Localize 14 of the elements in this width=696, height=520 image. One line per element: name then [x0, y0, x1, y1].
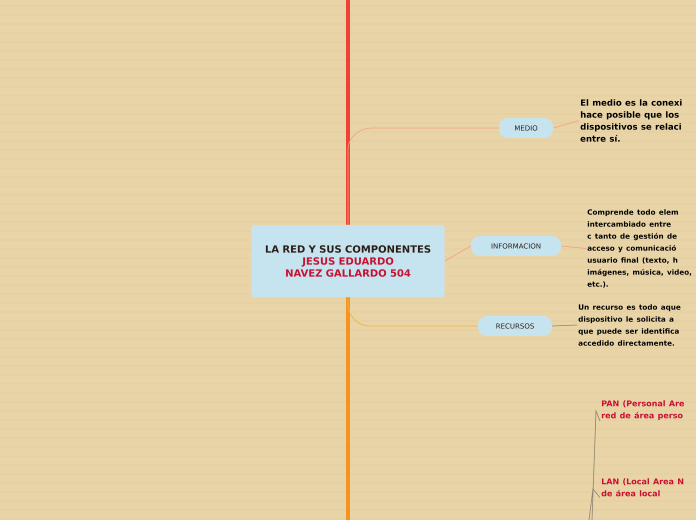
connector-line	[588, 488, 600, 520]
connector-line	[552, 120, 580, 128]
note-text: LAN (Local Area N de área local	[602, 478, 684, 496]
connector-line	[348, 128, 500, 226]
connector-line	[444, 246, 472, 262]
central-topic-box: LA RED Y SUS COMPONENTES JESUS EDUARDO NAVEZ GALLARDO 504	[252, 225, 444, 297]
connector-line	[552, 324, 578, 326]
branch-line	[346, 0, 350, 225]
connector-line	[592, 409, 600, 520]
connector-line	[348, 296, 478, 326]
note-text: PAN (Personal Are red de área perso	[602, 400, 684, 420]
connector-line	[560, 246, 586, 249]
note-text: El medio es la conexi hace posible que los dispositivos se relaci entre sí.	[580, 99, 682, 142]
branch-line	[346, 297, 350, 520]
